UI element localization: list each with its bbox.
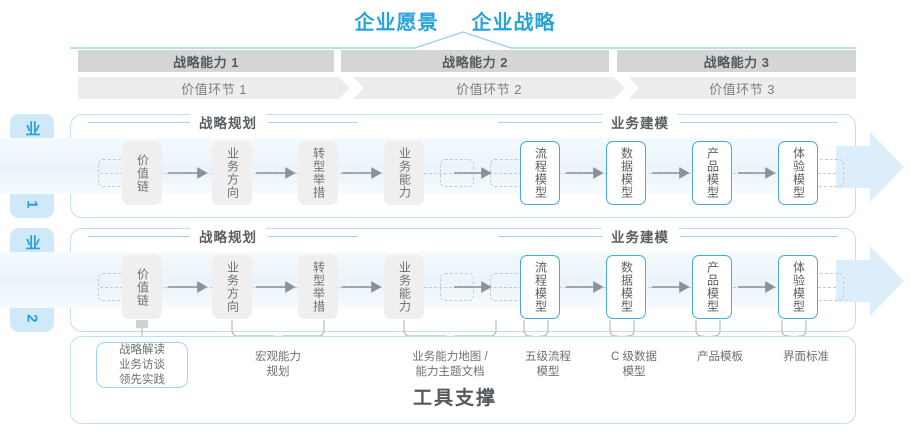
node-label: 数据模型: [619, 261, 634, 313]
strategy-title: 企业战略: [471, 12, 556, 34]
vision-title: 企业愿景: [354, 12, 439, 34]
row-1-arrow-7: [738, 167, 776, 179]
tool-note-5: 产品模板: [697, 351, 743, 363]
node-label: 流程模型: [533, 261, 548, 313]
tool-note-highlight[interactable]: 战略解读 业务访谈 领先实践: [96, 342, 188, 388]
node-label: 流程模型: [533, 147, 548, 199]
row-1-placeholder-mid-b: [490, 159, 524, 187]
row-2-arrow-6: [652, 281, 690, 293]
row-2-arrow-3: [342, 281, 382, 293]
row-2-arrow-1: [168, 281, 208, 293]
row-2-node-data-model[interactable]: 数据模型: [606, 255, 646, 319]
node-label: 价值链: [135, 267, 150, 307]
row-2-sec-2-rule-right: [680, 236, 838, 237]
row-2-arrow-4: [452, 281, 492, 293]
row-2-node-business-direction[interactable]: 业务方向: [212, 255, 252, 319]
row-2-node-capability[interactable]: 业务能力: [384, 255, 424, 319]
node-label: 产品模型: [705, 261, 720, 313]
row-2-flow-arrow: [836, 244, 904, 318]
row-2-sec-1-rule-right: [268, 236, 358, 237]
row-2-node-experience-model[interactable]: 体验模型: [778, 255, 818, 319]
row-2-node-transformation[interactable]: 转型举措: [298, 255, 338, 319]
node-label: 数据模型: [619, 147, 634, 199]
row-2-section-2-title: 业务建模: [602, 228, 678, 245]
row-1-node-transformation[interactable]: 转型举措: [298, 141, 338, 205]
row-1-node-capability[interactable]: 业务能力: [384, 141, 424, 205]
row-2-section-1-title: 战略规划: [190, 228, 266, 245]
vision-connector: [0, 30, 910, 50]
row-2-node-value-chain[interactable]: 价值链: [122, 255, 162, 319]
row-1-node-data-model[interactable]: 数据模型: [606, 141, 646, 205]
value-bar-1[interactable]: 价值环节 1: [78, 77, 350, 99]
tool-support-box: [70, 336, 856, 424]
row-1-section-1-title: 战略规划: [190, 114, 266, 131]
node-label: 业务方向: [225, 147, 240, 199]
row-1-node-experience-model[interactable]: 体验模型: [778, 141, 818, 205]
row-2-arrow-5: [566, 281, 604, 293]
capability-bar-2[interactable]: 战略能力 2: [341, 50, 609, 72]
node-label: 转型举措: [311, 261, 326, 313]
node-label: 价值链: [135, 153, 150, 193]
tool-note-3: 五级流程 模型: [525, 351, 571, 378]
tool-note-4: C 级数据 模型: [611, 351, 657, 378]
row-1-flow-arrow: [836, 130, 904, 204]
row-1-sec-1-rule-right: [268, 122, 358, 123]
value-bar-3[interactable]: 价值环节 3: [628, 77, 856, 99]
row-1-arrow-1: [168, 167, 208, 179]
row-1-node-process-model[interactable]: 流程模型: [520, 141, 560, 205]
tool-support-title: 工具支撑: [412, 388, 497, 409]
row-2-sec-1-rule-left: [88, 236, 190, 237]
node-label: 体验模型: [791, 261, 806, 313]
header-titles: 企业愿景 企业战略: [0, 6, 910, 35]
row-1-node-product-model[interactable]: 产品模型: [692, 141, 732, 205]
node-label: 业务能力: [397, 261, 412, 313]
capability-bar-1[interactable]: 战略能力 1: [78, 50, 334, 72]
row-1-arrow-2: [256, 167, 296, 179]
node-label: 产品模型: [705, 147, 720, 199]
node-label: 转型举措: [311, 147, 326, 199]
capability-bar-3[interactable]: 战略能力 3: [617, 50, 856, 72]
row-1-sec-2-rule-left: [498, 122, 602, 123]
row-1-node-business-direction[interactable]: 业务方向: [212, 141, 252, 205]
value-bar-2[interactable]: 价值环节 2: [353, 77, 625, 99]
row-2-arrow-2: [256, 281, 296, 293]
row-2-placeholder-mid-b: [490, 273, 524, 301]
row-1-node-value-chain[interactable]: 价值链: [122, 141, 162, 205]
row-1-arrow-4: [452, 167, 492, 179]
row-2-node-product-model[interactable]: 产品模型: [692, 255, 732, 319]
tool-note-6: 界面标准: [783, 351, 829, 363]
row-2-sec-2-rule-left: [498, 236, 602, 237]
row-1-arrow-5: [566, 167, 604, 179]
row-2-node-process-model[interactable]: 流程模型: [520, 255, 560, 319]
row-2-arrow-7: [738, 281, 776, 293]
row-1-arrow-3: [342, 167, 382, 179]
row-1-arrow-6: [652, 167, 690, 179]
node-label: 体验模型: [791, 147, 806, 199]
row-1-sec-2-rule-right: [680, 122, 838, 123]
tool-note-2: 业务能力地图 / 能力主题文档: [412, 351, 488, 378]
row-1-sec-1-rule-left: [88, 122, 190, 123]
row-1-section-2-title: 业务建模: [602, 114, 678, 131]
node-label: 业务方向: [225, 261, 240, 313]
node-label: 业务能力: [397, 147, 412, 199]
tool-note-1: 宏观能力 规划: [255, 351, 301, 378]
